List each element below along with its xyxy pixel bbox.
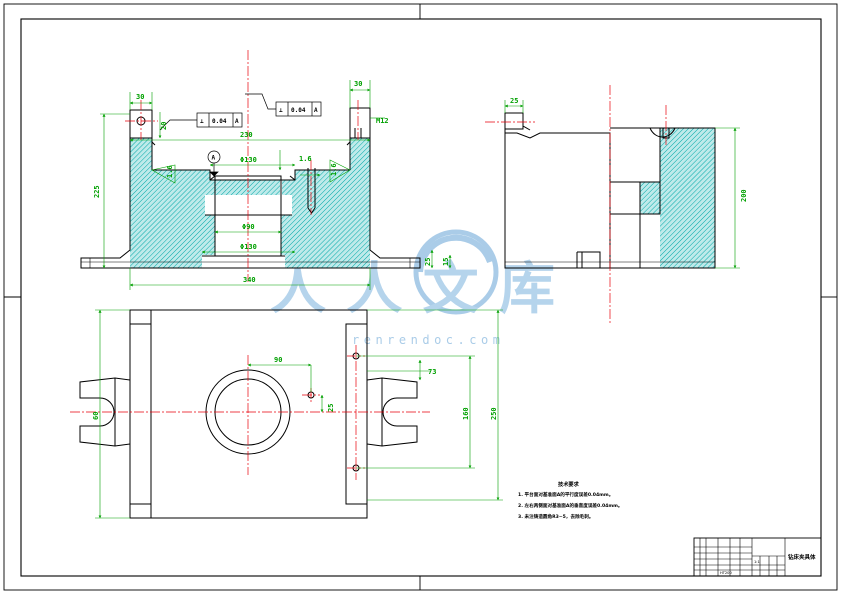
title-block [693, 537, 822, 577]
dim-inner-small: 1.6 [299, 155, 312, 163]
tech-req-item-3: 3. 未注铸造圆角R3~5，去除毛刺。 [518, 513, 593, 520]
title-block-material: HT200 [720, 571, 732, 575]
dim-base-thk-2: 15 [442, 258, 450, 266]
dim-left-total-height: 225 [93, 185, 101, 198]
dim-inner-width: 230 [240, 131, 253, 139]
dim-top-right-width: 30 [354, 80, 362, 88]
tolerance-frame-1-datum: A [235, 118, 239, 125]
tolerance-frame-2-symbol: ⊥ [279, 107, 283, 114]
dim-thread: M12 [376, 117, 389, 125]
dim-overall-width: 340 [243, 276, 256, 284]
dim-step-dia: Φ130 [240, 156, 257, 164]
dim-side-top-width: 25 [510, 97, 518, 105]
front-view: A ⊥ 0.04 A ⊥ 0.04 A 30 30 M12 20 230 Φ13… [80, 50, 452, 290]
side-view-section [640, 128, 715, 268]
dim-slot-width: 60 [92, 412, 100, 420]
technical-requirements: 技术要求 1. 平台面对基准面A的平行度误差0.04mm。 2. 左右两侧面对基… [518, 480, 623, 520]
dim-right-height: 1.6 [330, 163, 338, 176]
top-view: 90 25 73 60 160 250 [70, 309, 503, 519]
dim-top-hole-small: 25 [327, 404, 335, 412]
dim-bore: Φ90 [242, 223, 255, 231]
tolerance-frame-2-value: 0.04 [291, 107, 306, 114]
tech-req-item-1: 1. 平台面对基准面A的平行度误差0.04mm。 [518, 491, 613, 498]
dim-top-left-width: 30 [136, 93, 144, 101]
dim-top-hole-depth: 20 [160, 122, 168, 130]
dim-hole-spacing: 160 [462, 407, 470, 420]
side-view: 25 200 [485, 85, 748, 325]
tolerance-frame-2-datum: A [314, 107, 318, 114]
title-block-scale: 1:1 [754, 560, 760, 564]
tolerance-frame-1-symbol: ⊥ [200, 118, 204, 125]
tolerance-frame-1-value: 0.04 [212, 118, 227, 125]
drawing-frame [3, 3, 838, 591]
datum-a-label: A [212, 155, 216, 162]
dim-base-thk-1: 25 [424, 258, 432, 266]
front-view-right-section [281, 138, 370, 268]
watermark-url: renrendoc.com [352, 333, 504, 347]
tech-req-item-2: 2. 左右两侧面对基准面A的垂直度误差0.04mm。 [518, 502, 623, 509]
dim-top-overall-height: 250 [490, 407, 498, 420]
dim-top-hole-offset: 90 [274, 356, 282, 364]
dim-base-dia: Φ130 [240, 243, 257, 251]
tech-req-title: 技术要求 [558, 480, 580, 488]
dim-slot-offset: 73 [428, 368, 436, 376]
dim-left-height: 1.6 [166, 165, 174, 178]
dim-side-height: 200 [740, 189, 748, 202]
title-block-drawing-name: 钻床夹具体 [788, 553, 816, 561]
